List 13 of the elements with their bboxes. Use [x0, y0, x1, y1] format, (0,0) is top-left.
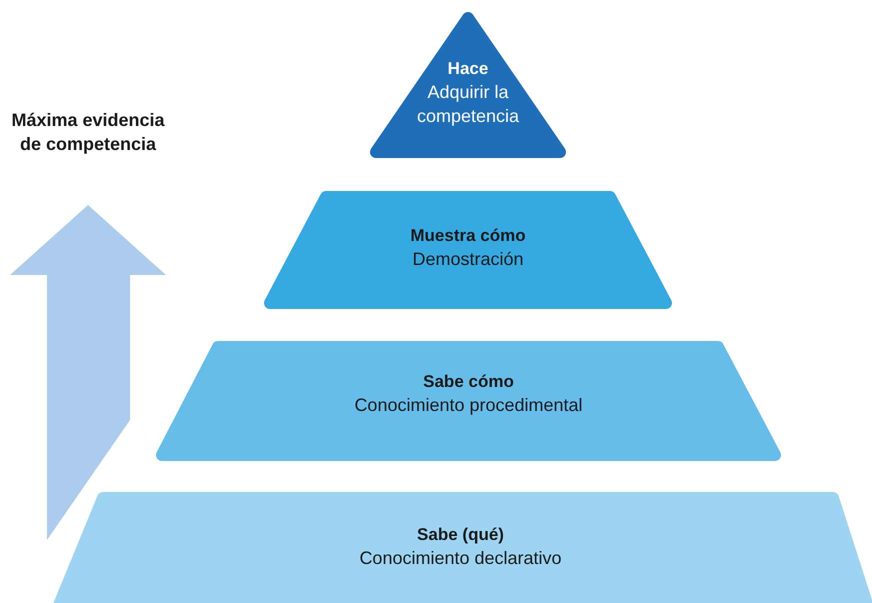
level-description: Conocimiento procedimental [353, 394, 584, 417]
level-description: Demostración [411, 248, 525, 271]
arrow-caption: Máxima evidencia de competencia [10, 109, 166, 156]
pyramid-apex [370, 12, 566, 158]
pyramid-level [264, 191, 672, 309]
level-title: Muestra cómo [409, 225, 527, 247]
level-title: Sabe (qué) [416, 524, 505, 546]
pyramid-level [156, 341, 781, 461]
level-description: Adquirir la competencia [416, 81, 520, 128]
level-description: Conocimiento declarativo [358, 547, 563, 570]
pyramid-level [51, 492, 870, 603]
level-title: Sabe cómo [422, 371, 515, 393]
level-title: Hace [446, 58, 490, 80]
